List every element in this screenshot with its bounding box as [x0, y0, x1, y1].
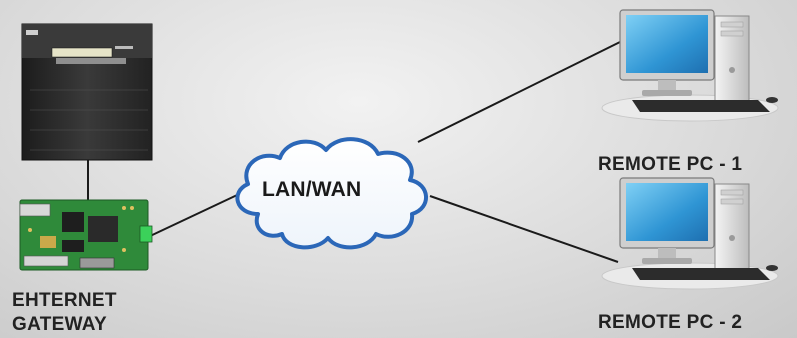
fire-alarm-panel [21, 23, 153, 161]
lan-wan-cloud [235, 137, 428, 250]
remote-pc-2 [601, 177, 779, 290]
remote-pc-2-label: REMOTE PC - 2 [598, 312, 743, 333]
gateway-label-line1: EHTERNET [12, 290, 117, 311]
lan-wan-label: LAN/WAN [262, 178, 362, 201]
remote-pc-1 [601, 9, 779, 122]
ethernet-gateway-board [19, 199, 153, 271]
gateway-label-line2: GATEWAY [12, 314, 108, 335]
remote-pc-1-label: REMOTE PC - 1 [598, 154, 743, 175]
connection-lines [87, 41, 621, 263]
gateway-lan-link [147, 187, 253, 238]
lan-pc1-link [417, 41, 621, 143]
lan-pc2-link [429, 195, 619, 263]
